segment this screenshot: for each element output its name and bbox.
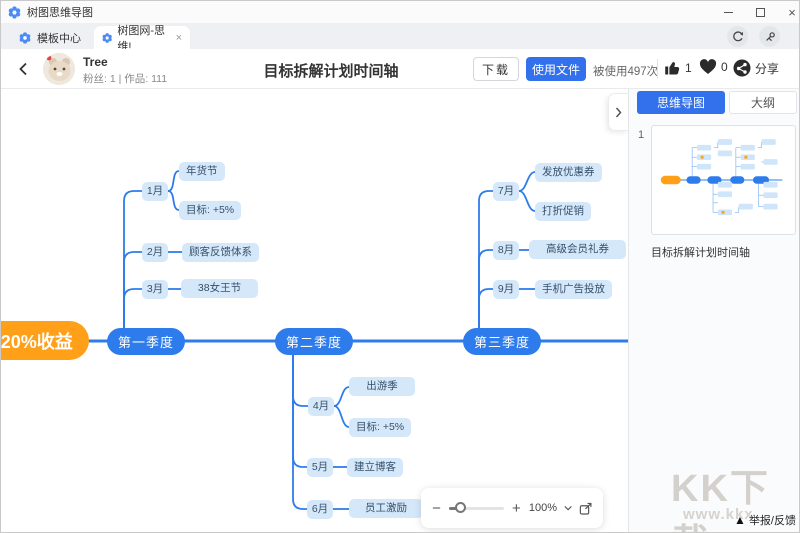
mindmap-node-jan-item1[interactable]: 年货节 [179, 162, 225, 181]
tab-close-icon[interactable]: × [175, 31, 182, 44]
mindmap-node-apr-item2[interactable]: 目标: +5% [349, 418, 412, 437]
tab-template-label: 模板中心 [37, 32, 81, 45]
minimize-icon [723, 11, 733, 13]
like-count: 1 [685, 60, 692, 75]
maximize-button[interactable] [745, 1, 775, 23]
mindmap-node-q1[interactable]: 第一季度 [107, 328, 185, 355]
zoom-level[interactable]: 100% [528, 502, 558, 514]
collapse-panel-button[interactable] [608, 93, 628, 131]
mindmap-node-may[interactable]: 5月 [307, 458, 333, 477]
mindmap-node-sep-item1[interactable]: 手机广告投放 [535, 280, 612, 299]
mindmap-node-apr-item1[interactable]: 出游季 [349, 377, 415, 396]
mindmap-node-sep[interactable]: 9月 [493, 280, 519, 299]
document-header: Tree 粉丝: 1 | 作品: 111 目标拆解计划时间轴 下载 使用文件 被… [1, 49, 799, 89]
mindmap-node-mar-item1[interactable]: 38女王节 [181, 279, 258, 298]
zoom-toolbar: − + 100% [421, 488, 603, 528]
refresh-icon [732, 30, 743, 41]
tab-logo-icon [19, 31, 31, 44]
chevron-right-icon [615, 107, 622, 117]
zoom-slider[interactable] [448, 502, 504, 513]
minimize-button[interactable] [713, 1, 743, 23]
preview-sidebar: 思维导图 大纲 1 [628, 89, 799, 532]
maximize-icon [755, 7, 765, 17]
tab-template-center[interactable]: 模板中心 [7, 26, 93, 49]
mindmap-canvas[interactable]: +20%收益 第一季度 第二季度 第三季度 1月 年货节 目标: +5% 2月 … [1, 89, 628, 532]
use-file-button[interactable]: 使用文件 [526, 57, 586, 81]
like-button[interactable]: 1 [664, 59, 692, 76]
divider [657, 59, 658, 79]
page-title: 目标拆解计划时间轴 [263, 63, 399, 80]
mindmap-node-jul[interactable]: 7月 [493, 182, 519, 201]
share-label: 分享 [755, 61, 780, 76]
thumbnail-card[interactable] [651, 125, 796, 235]
warning-triangle-icon: ▲ [734, 513, 746, 527]
tab-logo-icon [102, 32, 112, 43]
tab-mindmap-view[interactable]: 思维导图 [637, 91, 725, 114]
author-name: Tree [83, 55, 108, 69]
mindmap-node-aug-item1[interactable]: 高级会员礼券 [529, 240, 626, 259]
mindmap-node-q2[interactable]: 第二季度 [275, 328, 353, 355]
close-icon: × [788, 4, 796, 20]
download-button[interactable]: 下载 [473, 57, 519, 81]
thumbnail-caption: 目标拆解计划时间轴 [651, 247, 750, 259]
mindmap-node-root[interactable]: +20%收益 [1, 321, 89, 360]
pin-button[interactable] [759, 26, 780, 47]
thumbnail-minimap [660, 139, 783, 216]
tab-document[interactable]: 树图网-思维! × [94, 25, 190, 53]
fit-screen-icon[interactable] [579, 501, 593, 516]
zoom-in-button[interactable]: + [512, 499, 521, 517]
tab-outline-view[interactable]: 大纲 [729, 91, 797, 114]
thumbnail-index: 1 [638, 129, 645, 141]
heart-icon [699, 59, 717, 74]
author-stats: 粉丝: 1 | 作品: 111 [83, 73, 168, 85]
avatar-image [43, 53, 75, 85]
thumbs-up-icon [665, 62, 680, 75]
zoom-out-button[interactable]: − [432, 499, 441, 517]
zoom-slider-knob[interactable] [454, 502, 466, 513]
mindmap-node-jan-item2[interactable]: 目标: +5% [179, 201, 242, 220]
share-icon [733, 59, 751, 77]
favorite-count: 0 [721, 60, 728, 74]
back-button[interactable] [15, 61, 31, 77]
mindmap-node-may-item1[interactable]: 建立博客 [347, 458, 403, 477]
app-title: 树图思维导图 [27, 7, 93, 19]
report-feedback-label: 举报/反馈 [748, 515, 796, 527]
back-chevron-icon [19, 62, 27, 76]
mindmap-node-feb[interactable]: 2月 [142, 243, 168, 262]
pin-icon [765, 31, 775, 41]
app-logo-icon [8, 5, 21, 19]
usage-count: 被使用497次 [593, 66, 659, 78]
mindmap-node-apr[interactable]: 4月 [308, 397, 334, 416]
tab-bar: 模板中心 树图网-思维! × [1, 23, 799, 53]
mindmap-node-q3[interactable]: 第三季度 [463, 328, 541, 355]
title-bar: 树图思维导图 × [1, 1, 799, 23]
mindmap-node-jul-item1[interactable]: 发放优惠券 [535, 163, 602, 182]
zoom-slider-fill [448, 506, 458, 510]
author-avatar[interactable] [43, 53, 75, 85]
share-button[interactable]: 分享 [733, 59, 779, 77]
mindmap-node-jan[interactable]: 1月 [142, 182, 168, 201]
chevron-down-icon[interactable] [564, 505, 572, 511]
mindmap-node-feb-item1[interactable]: 顾客反馈体系 [182, 243, 259, 262]
mindmap-node-mar[interactable]: 3月 [142, 280, 168, 299]
refresh-button[interactable] [727, 26, 748, 47]
mindmap-node-jul-item2[interactable]: 打折促销 [535, 202, 591, 221]
mindmap-node-jun[interactable]: 6月 [307, 500, 333, 519]
report-feedback-button[interactable]: ▲ 举报/反馈 [734, 512, 796, 528]
close-button[interactable]: × [777, 1, 799, 23]
favorite-button[interactable]: 0 [699, 59, 728, 75]
mindmap-node-aug[interactable]: 8月 [493, 241, 519, 260]
mindmap-node-jun-item1[interactable]: 员工激励 [349, 499, 423, 518]
